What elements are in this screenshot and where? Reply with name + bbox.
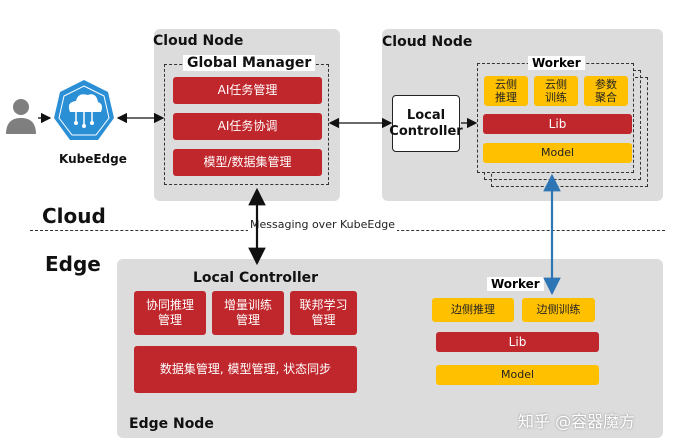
watermark: 知乎 @容器魔方 bbox=[518, 412, 636, 431]
kubeedge-logo-icon bbox=[54, 80, 114, 140]
edge-worker-item: 边侧训练 bbox=[522, 298, 595, 322]
global-manager-item: AI任务管理 bbox=[173, 77, 322, 104]
edge-worker-item: 边侧推理 bbox=[432, 298, 514, 322]
cloud-worker-title: Worker bbox=[528, 56, 585, 70]
edge-zone-label: Edge bbox=[45, 252, 101, 276]
user-icon bbox=[6, 99, 36, 134]
edge-local-controller-title: Local Controller bbox=[193, 270, 319, 286]
cloud-worker-item: 参数聚合 bbox=[584, 76, 628, 106]
cloud-worker-model: Model bbox=[483, 143, 632, 163]
cloud-worker-item: 云侧训练 bbox=[534, 76, 578, 106]
cloud-worker-item: 云侧推理 bbox=[484, 76, 528, 106]
edge-node-title: Edge Node bbox=[129, 416, 214, 432]
global-manager-item: 模型/数据集管理 bbox=[173, 149, 322, 176]
kubeedge-label: KubeEdge bbox=[59, 152, 127, 166]
global-manager-title: Global Manager bbox=[183, 55, 316, 71]
edge-worker-model: Model bbox=[436, 365, 599, 385]
global-manager-item: AI任务协调 bbox=[173, 113, 322, 140]
edge-lc-item: 联邦学习管理 bbox=[290, 291, 357, 335]
cloud-node-left-title: Cloud Node bbox=[153, 33, 244, 49]
cloud-worker-lib: Lib bbox=[483, 114, 632, 134]
cloud-local-controller: Local Controller bbox=[389, 95, 463, 152]
edge-worker-title: Worker bbox=[487, 277, 544, 291]
messaging-label: Messaging over KubeEdge bbox=[248, 218, 398, 231]
edge-worker-lib: Lib bbox=[436, 332, 599, 352]
cloud-node-right-title: Cloud Node bbox=[382, 34, 473, 50]
cloud-zone-label: Cloud bbox=[42, 204, 106, 228]
edge-lc-wide-item: 数据集管理, 模型管理, 状态同步 bbox=[134, 346, 357, 393]
edge-lc-item: 增量训练管理 bbox=[212, 291, 284, 335]
edge-lc-item: 协同推理管理 bbox=[134, 291, 206, 335]
